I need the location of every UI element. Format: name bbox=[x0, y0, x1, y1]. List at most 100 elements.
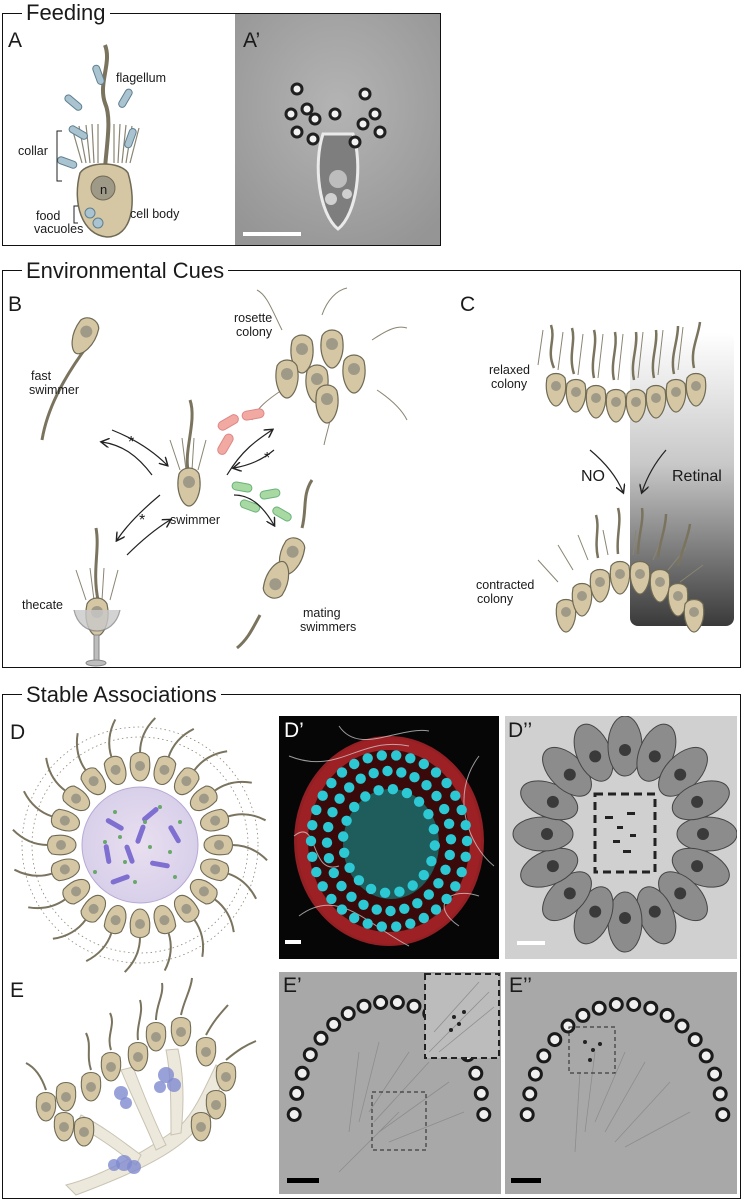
colony-cell-dot bbox=[470, 1067, 482, 1079]
colony-cell-dot bbox=[408, 1000, 420, 1012]
nucleus-dot bbox=[457, 867, 467, 877]
rosette-cell bbox=[150, 754, 177, 787]
nucleus-dot bbox=[306, 836, 316, 846]
nucleus-dot bbox=[429, 824, 439, 834]
nucleus-dot bbox=[363, 753, 373, 763]
label-fast-swimmer: swimmer bbox=[29, 383, 79, 397]
micrograph-d-prime bbox=[279, 716, 499, 959]
colony-cell-dot bbox=[475, 1087, 487, 1099]
nucleus-dot bbox=[366, 884, 376, 894]
nucleus-dot bbox=[394, 887, 404, 897]
nucleus-dot bbox=[346, 892, 356, 902]
colony-cell-dot bbox=[328, 1018, 340, 1030]
label-nucleus: n bbox=[100, 183, 107, 197]
nucleus-dot bbox=[322, 838, 332, 848]
nucleus-dot bbox=[337, 767, 347, 777]
star-thecate: * bbox=[139, 512, 145, 530]
colony-cell-dot bbox=[676, 1020, 688, 1032]
stable-associations-title: Stable Associations bbox=[22, 683, 221, 707]
nucleus-dot bbox=[377, 750, 387, 760]
colony-cell-dot bbox=[291, 1087, 303, 1099]
rosette-cell bbox=[49, 855, 82, 882]
label-rosette: rosette bbox=[234, 311, 272, 325]
nucleus-dot bbox=[439, 804, 449, 814]
ecm-core bbox=[82, 787, 198, 903]
nucleus-dot bbox=[414, 797, 424, 807]
label-mating: mating bbox=[303, 606, 341, 620]
nucleus-dot bbox=[349, 802, 359, 812]
colony-cell-dot bbox=[521, 1109, 533, 1121]
rosette-cell bbox=[48, 835, 77, 855]
food-vacuole-shape bbox=[93, 218, 103, 228]
colony-cell-dot bbox=[593, 1002, 605, 1014]
colony-cell-dot bbox=[342, 1008, 354, 1020]
nucleus-dot bbox=[323, 822, 333, 832]
nucleus-dot bbox=[396, 767, 406, 777]
nucleus-dot bbox=[360, 791, 370, 801]
nucleus-dot bbox=[444, 819, 454, 829]
rosette-cell bbox=[49, 807, 82, 834]
star-fast-swimmer: * bbox=[128, 434, 134, 452]
thecate-cell bbox=[74, 528, 120, 666]
nucleus-dot bbox=[307, 852, 317, 862]
label-mating-swimmers: swimmers bbox=[300, 620, 356, 634]
nucleus-dot bbox=[419, 913, 429, 923]
nucleus-dot bbox=[344, 863, 354, 873]
nucleus-dot bbox=[307, 820, 317, 830]
rosette-inducing-bacteria bbox=[216, 408, 265, 456]
nucleus-dot bbox=[318, 791, 328, 801]
panel-letter-e-double-prime: E’’ bbox=[509, 975, 532, 997]
nucleus-dot bbox=[391, 750, 401, 760]
colony-cell-dot bbox=[478, 1109, 490, 1121]
mating-inducing-bacteria bbox=[231, 481, 292, 522]
star-rosette: * bbox=[264, 450, 270, 468]
panel-letter-a-prime: A’ bbox=[243, 30, 260, 52]
nucleus-dot bbox=[431, 767, 441, 777]
colony-cell-dot bbox=[304, 1049, 316, 1061]
nucleus-dot bbox=[402, 788, 412, 798]
label-fast: fast bbox=[31, 369, 51, 383]
nucleus-dot bbox=[426, 856, 436, 866]
nucleus-dot bbox=[339, 848, 349, 858]
colony-cell-dot bbox=[577, 1009, 589, 1021]
nucleus-dot bbox=[337, 904, 347, 914]
nucleus-dot bbox=[462, 836, 472, 846]
nucleus-dot bbox=[336, 881, 346, 891]
nucleus-dot bbox=[369, 768, 379, 778]
nucleus-dot bbox=[380, 888, 390, 898]
label-food: food bbox=[36, 209, 60, 223]
nucleus-dot bbox=[461, 852, 471, 862]
colony-cell-dot bbox=[529, 1068, 541, 1080]
nucleus-dot bbox=[372, 904, 382, 914]
colony-cell-dot bbox=[358, 1000, 370, 1012]
colony-cell-dot bbox=[610, 999, 622, 1011]
rosette-colony-cluster bbox=[252, 288, 407, 445]
rosette-with-bacteria-diagram bbox=[10, 712, 270, 972]
label-cell-body: cell body bbox=[130, 207, 179, 221]
colony-cell-dot bbox=[562, 1020, 574, 1032]
nucleus-dot bbox=[419, 870, 429, 880]
nucleus-dot bbox=[433, 878, 443, 888]
nucleus-dot bbox=[391, 921, 401, 931]
nucleus-dot bbox=[450, 881, 460, 891]
nucleus-dot bbox=[327, 807, 337, 817]
cell-body-shape bbox=[77, 164, 132, 237]
label-collar: collar bbox=[18, 144, 48, 158]
nucleus-dot bbox=[409, 772, 419, 782]
label-swimmer: swimmer bbox=[170, 513, 220, 527]
nucleus-dot bbox=[399, 904, 409, 914]
swimmer-cell bbox=[170, 400, 206, 506]
label-contracted: contracted bbox=[476, 578, 534, 592]
rosette-cell bbox=[102, 903, 129, 936]
panel-letter-d-prime: D’ bbox=[284, 720, 304, 742]
rosette-cell bbox=[130, 909, 150, 938]
nucleus-dot bbox=[450, 791, 460, 801]
label-no: NO bbox=[581, 468, 605, 486]
micrograph-a-prime bbox=[235, 14, 440, 245]
nucleus-dot bbox=[421, 780, 431, 790]
panel-letter-e-prime: E’ bbox=[283, 975, 302, 997]
nucleus-dot bbox=[430, 840, 440, 850]
nucleus-dot bbox=[423, 809, 433, 819]
nucleus-dot bbox=[405, 753, 415, 763]
colony-cell-dot bbox=[549, 1034, 561, 1046]
